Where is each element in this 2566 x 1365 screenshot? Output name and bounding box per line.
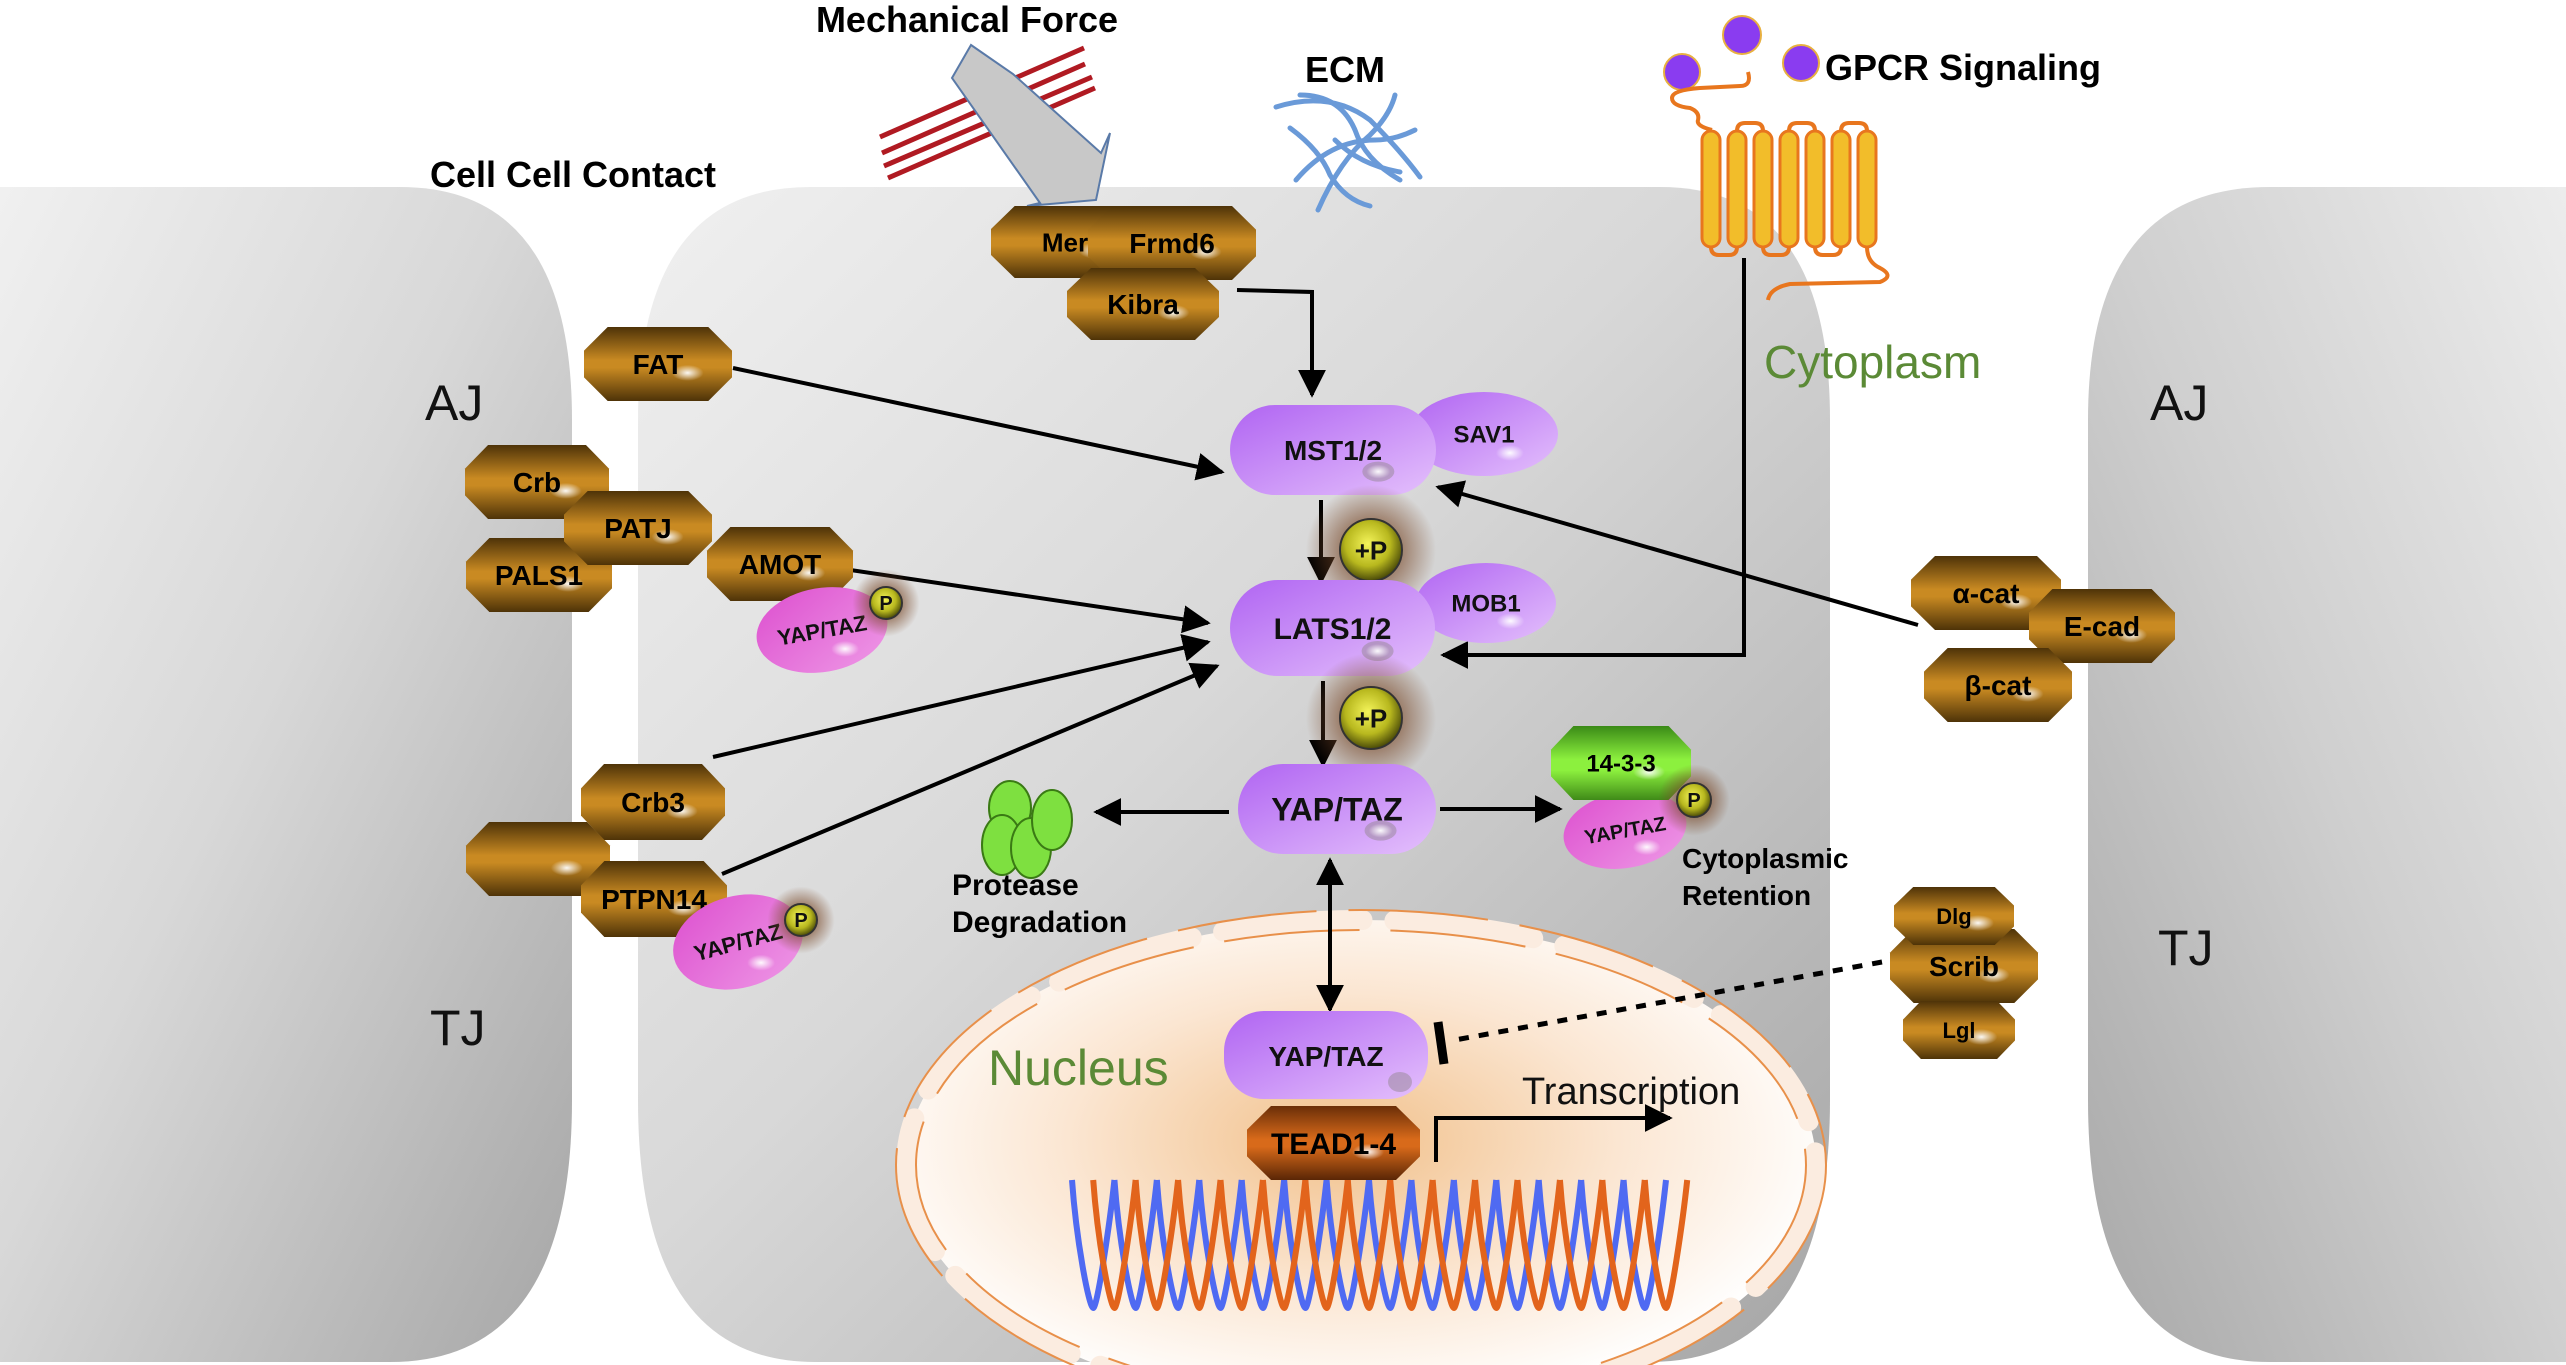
cytoplasm-label: Cytoplasm xyxy=(1764,336,1981,388)
ecm-label: ECM xyxy=(1305,49,1385,90)
edge-cadherin-mst xyxy=(1435,480,1919,627)
protein-dlg-label: Dlg xyxy=(1936,904,1971,929)
protein-unlabeled xyxy=(466,822,610,896)
gpcr-receptor-icon xyxy=(1663,15,1890,301)
protein-sav1: SAV1 xyxy=(1410,392,1558,476)
mechanical-force-label: Mechanical Force xyxy=(816,0,1118,40)
transcription-label: Transcription xyxy=(1522,1071,1740,1113)
protein-scrib: Scrib xyxy=(1890,929,2038,1003)
phospho-1433: P xyxy=(1658,764,1730,836)
left-aj-label: AJ xyxy=(425,375,483,431)
edge-crb3-lats xyxy=(712,634,1211,759)
protein-crb-label: Crb xyxy=(513,467,561,498)
protein-tead-label: TEAD1-4 xyxy=(1271,1128,1396,1161)
protein-alpha-cat-label: α-cat xyxy=(1952,578,2019,609)
ecm-fibers-icon xyxy=(1273,92,1423,213)
protein-mst: MST1/2 xyxy=(1230,405,1436,495)
phospho-ptpn14-label: P xyxy=(794,910,807,932)
protein-crb3-label: Crb3 xyxy=(621,787,685,818)
protein-mob1: MOB1 xyxy=(1416,563,1556,643)
right-aj-label: AJ xyxy=(2150,375,2208,431)
protein-dlg: Dlg xyxy=(1894,887,2014,945)
edge-ptpn14-lats xyxy=(721,662,1220,876)
protein-patj: PATJ xyxy=(564,491,712,565)
protein-ptpn14-label: PTPN14 xyxy=(601,884,707,915)
right-tj-label: TJ xyxy=(2158,920,2214,976)
cell-cell-contact-label: Cell Cell Contact xyxy=(430,154,716,195)
protease-degradation-label-2: Degradation xyxy=(952,906,1127,939)
protein-kibra-label: Kibra xyxy=(1107,289,1179,320)
dna-helix-icon xyxy=(1069,1179,1691,1311)
mechanical-force-arrow-icon xyxy=(950,43,1111,207)
edge-scrib-yap-inhibition xyxy=(1454,959,1883,1043)
ligand-icon xyxy=(1663,15,1820,91)
protein-tead: TEAD1-4 xyxy=(1247,1106,1420,1180)
right-cell xyxy=(2088,187,2566,1362)
protein-e-cad-label: E-cad xyxy=(2064,611,2140,642)
protein-patj-label: PATJ xyxy=(604,513,671,544)
protein-mer-label: Mer xyxy=(1042,227,1088,257)
phospho-ptpn14: P xyxy=(767,886,835,954)
protein-crb: Crb xyxy=(465,445,609,519)
protein-amot-label: AMOT xyxy=(739,549,821,580)
protein-fat-label: FAT xyxy=(633,349,684,380)
protein-fat: FAT xyxy=(584,327,732,401)
protein-sav1-label: SAV1 xyxy=(1454,422,1515,449)
left-cell xyxy=(0,187,572,1362)
phospho-lats-yap-label: +P xyxy=(1355,703,1388,733)
protein-yap-cyto: YAP/TAZ xyxy=(1238,764,1436,854)
protein-yap-nuclear-label: YAP/TAZ xyxy=(1268,1041,1383,1072)
protein-pals1: PALS1 xyxy=(466,538,612,612)
protein-yap-cyto-label: YAP/TAZ xyxy=(1271,792,1403,828)
protein-frmd6-label: Frmd6 xyxy=(1129,228,1215,259)
phospho-lats-yap: +P xyxy=(1305,652,1437,784)
edge-gpcr-lats xyxy=(1440,258,1746,669)
protein-crb3: Crb3 xyxy=(581,764,725,840)
protein-yap-nuclear: YAP/TAZ xyxy=(1224,1011,1428,1099)
protein-e-cad: E-cad xyxy=(2029,589,2175,663)
protein-scrib-label: Scrib xyxy=(1929,951,1999,982)
protein-beta-cat: β-cat xyxy=(1924,648,2072,722)
protein-amot: AMOT xyxy=(707,527,853,601)
dna-strand-segment xyxy=(1641,1179,1691,1311)
protein-14-3-3-label: 14-3-3 xyxy=(1586,751,1655,778)
nucleus-label: Nucleus xyxy=(988,1040,1169,1096)
inhibition-bar xyxy=(1433,1021,1449,1065)
protein-14-3-3: 14-3-3 xyxy=(1551,726,1691,800)
edge-fat-mst xyxy=(732,366,1225,481)
edges xyxy=(712,258,1919,1162)
protein-beta-cat-label: β-cat xyxy=(1965,670,2032,701)
protein-alpha-cat: α-cat xyxy=(1911,556,2061,630)
protein-lgl-label: Lgl xyxy=(1943,1018,1976,1043)
edge-kibra-mst xyxy=(1236,288,1326,398)
protein-kibra: Kibra xyxy=(1067,268,1219,340)
protein-lgl: Lgl xyxy=(1903,1001,2015,1059)
phospho-mst-lats-label: +P xyxy=(1355,535,1388,565)
cytoplasmic-retention-label-1: Cytoplasmic xyxy=(1682,843,1849,874)
edge-tead-transcription xyxy=(1434,1104,1673,1162)
gpcr-label: GPCR Signaling xyxy=(1825,47,2101,88)
protein-frmd6: Frmd6 xyxy=(1088,206,1256,280)
protein-mob1-label: MOB1 xyxy=(1451,591,1520,618)
protein-pals1-label: PALS1 xyxy=(495,560,583,591)
protease-icon xyxy=(981,780,1073,879)
cytoplasmic-retention-label-2: Retention xyxy=(1682,880,1811,911)
protein-yap-1433: YAP/TAZ xyxy=(1563,791,1687,869)
left-tj-label: TJ xyxy=(430,1000,486,1056)
protein-lats: LATS1/2 xyxy=(1230,580,1435,676)
nuclear-envelope xyxy=(896,910,1826,1365)
phospho-1433-label: P xyxy=(1687,790,1700,812)
phospho-amot: P xyxy=(852,569,920,637)
protease-degradation-label-1: Protease xyxy=(952,869,1079,902)
protein-lats-label: LATS1/2 xyxy=(1274,613,1392,646)
protein-mst-label: MST1/2 xyxy=(1284,435,1382,466)
phospho-amot-label: P xyxy=(879,593,892,615)
